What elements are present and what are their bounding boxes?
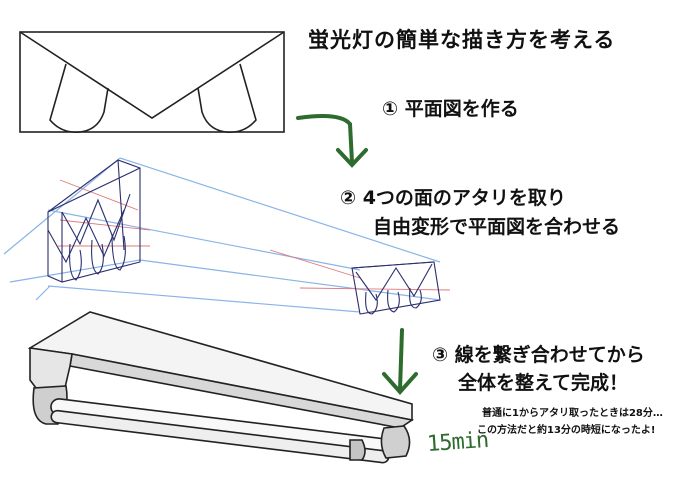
time-mark: 15min bbox=[426, 427, 490, 458]
perspective-guides bbox=[3, 157, 441, 313]
near-box-sketch bbox=[47, 159, 141, 283]
arrow-step1 bbox=[296, 114, 368, 168]
red-guides bbox=[58, 179, 451, 291]
note-line1: 普通に1からアタリ取ったときは28分… bbox=[482, 408, 663, 419]
step1-label: ① 平面図を作る bbox=[382, 98, 519, 120]
arrow-step2 bbox=[382, 328, 418, 396]
step3-label-line1: ③ 線を繋ぎ合わせてから bbox=[432, 344, 645, 366]
page-title: 蛍光灯の簡単な描き方を考える bbox=[308, 28, 616, 52]
step2-label-line1: ② 4つの面のアタリを取り bbox=[340, 187, 566, 209]
note-line2: この方法だと約13分の時短になったよ! bbox=[477, 425, 656, 436]
finished-fixture bbox=[27, 311, 415, 464]
plan-drawing bbox=[19, 31, 285, 134]
step2-label-line2: 自由変形で平面図を合わせる bbox=[373, 216, 621, 238]
far-box-sketch bbox=[351, 261, 441, 315]
step3-label-line2: 全体を整えて完成！ bbox=[458, 372, 629, 394]
